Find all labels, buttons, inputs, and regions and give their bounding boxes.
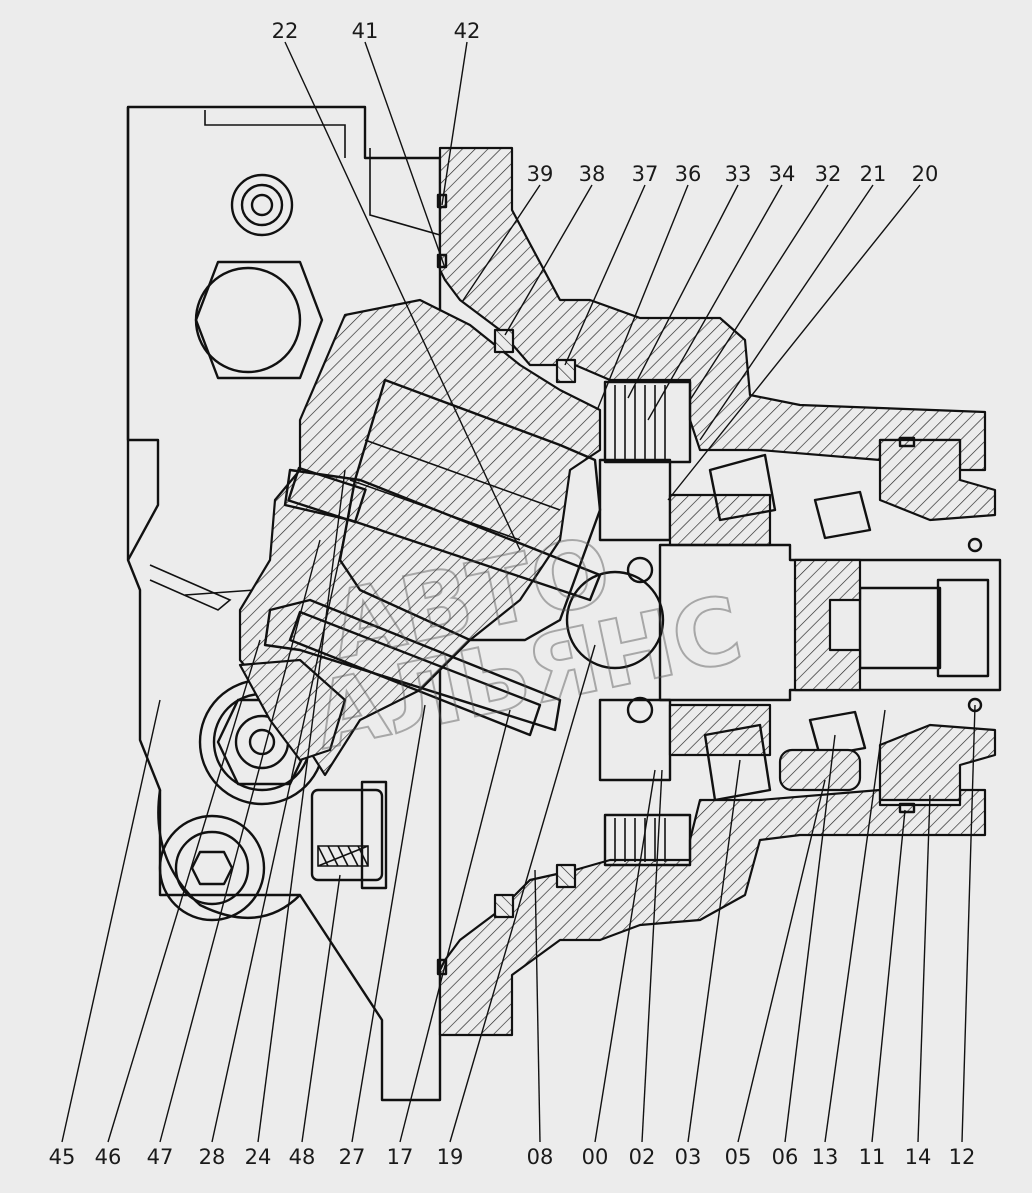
callout-06: 06 — [772, 1145, 799, 1169]
callout-08: 08 — [527, 1145, 554, 1169]
leader-lines — [61, 41, 976, 1143]
valve-cover-body — [126, 105, 442, 1102]
callout-19: 19 — [437, 1145, 464, 1169]
callout-05: 05 — [725, 1145, 752, 1169]
output-shaft — [658, 543, 1002, 702]
callout-48: 48 — [289, 1145, 316, 1169]
callout-24: 24 — [245, 1145, 272, 1169]
callout-03: 03 — [675, 1145, 702, 1169]
callouts-top: 22 41 42 39 38 37 36 33 34 32 21 20 — [272, 19, 939, 186]
piston-upper — [283, 466, 602, 602]
callout-32: 32 — [815, 162, 842, 186]
bearing-left-upper — [708, 453, 777, 522]
callout-13: 13 — [812, 1145, 839, 1169]
callout-46: 46 — [95, 1145, 122, 1169]
ball-joint — [565, 556, 665, 724]
o-rings — [436, 193, 983, 976]
callout-45: 45 — [49, 1145, 76, 1169]
callout-22: 22 — [272, 19, 299, 43]
knurled-knob — [310, 780, 388, 890]
callout-20: 20 — [912, 162, 939, 186]
callout-00: 00 — [582, 1145, 609, 1169]
callout-02: 02 — [629, 1145, 656, 1169]
callouts-bottom: 45 46 47 28 24 48 27 17 19 08 00 02 03 0… — [49, 1145, 976, 1169]
callout-38: 38 — [579, 162, 606, 186]
callout-14: 14 — [905, 1145, 932, 1169]
bearing-right-lower — [778, 710, 867, 792]
callout-11: 11 — [859, 1145, 886, 1169]
callout-39: 39 — [527, 162, 554, 186]
callout-12: 12 — [949, 1145, 976, 1169]
callout-33: 33 — [725, 162, 752, 186]
piston-lower — [263, 598, 562, 737]
callout-27: 27 — [339, 1145, 366, 1169]
bearing-left-lower — [703, 723, 772, 802]
callout-41: 41 — [352, 19, 379, 43]
callout-37: 37 — [632, 162, 659, 186]
callout-21: 21 — [860, 162, 887, 186]
callout-47: 47 — [147, 1145, 174, 1169]
lower-plug — [158, 814, 266, 922]
callout-36: 36 — [675, 162, 702, 186]
callout-42: 42 — [454, 19, 481, 43]
bearing-right-upper — [813, 490, 872, 540]
callout-28: 28 — [199, 1145, 226, 1169]
callout-34: 34 — [769, 162, 796, 186]
callout-17: 17 — [387, 1145, 414, 1169]
